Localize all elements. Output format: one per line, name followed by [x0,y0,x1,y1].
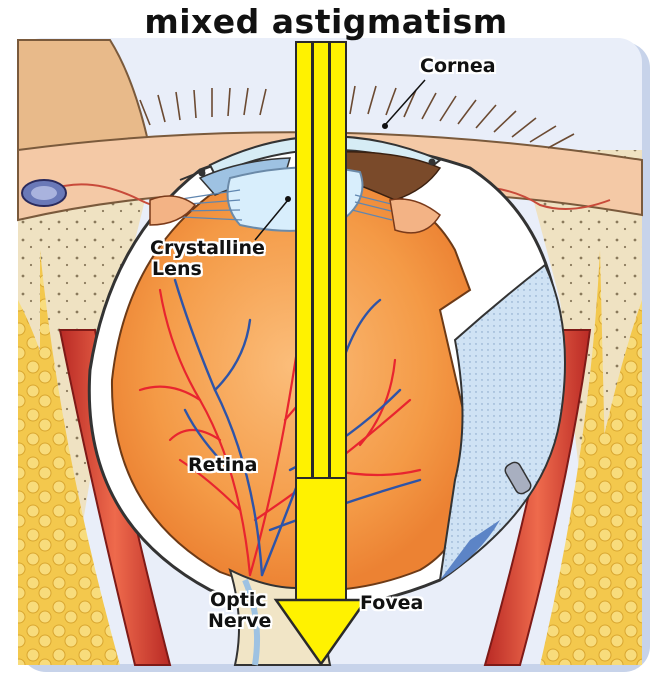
retinal-veins [173,278,422,577]
eyelashes [139,85,575,149]
ray-arrowhead [273,598,369,667]
ray-middle [312,41,330,479]
diagram-title: mixed astigmatism [144,2,508,41]
vitreous-cutaway [438,263,566,583]
label-optic-nerve-line1: Optic [210,589,267,611]
cornea-leader [384,79,426,126]
orbital-fat-right [540,250,610,665]
label-optic-nerve-line2: Nerve [208,610,272,632]
lens-leader [254,199,289,241]
label-cornea: Cornea [420,55,496,77]
orbital-fat-sides [40,250,120,665]
ciliary-body-left [149,195,197,226]
label-crystalline-lens-line1: Crystalline [150,237,265,259]
label-fovea: Fovea [360,592,424,614]
label-retina: Retina [188,454,258,476]
ray-left [295,41,313,479]
light-rays [273,41,369,667]
ciliary-body-right [389,198,441,234]
ray-converge-head [295,477,347,601]
vitreous-blue-band [440,520,500,580]
label-crystalline-lens-line2: Lens [152,258,202,280]
ciliary-fibers-right [351,194,396,221]
small-probe [504,461,532,495]
